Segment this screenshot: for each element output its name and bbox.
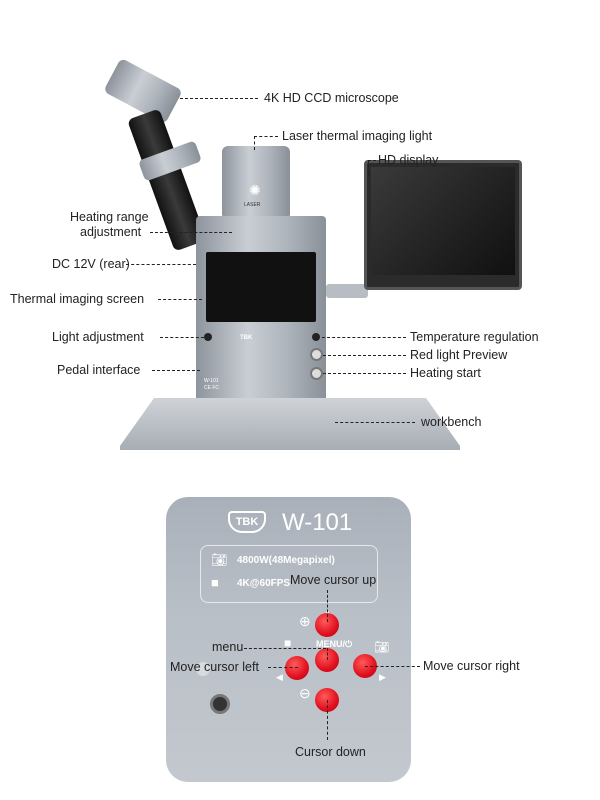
label-microscope: 4K HD CCD microscope — [264, 91, 399, 105]
label-hd-display: HD display — [378, 153, 439, 167]
label-cursor-left: Move cursor left — [170, 660, 259, 674]
light-knob — [204, 333, 212, 341]
hd-display — [364, 160, 522, 290]
label-cursor-up: Move cursor up — [290, 573, 377, 587]
label-temperature: Temperature regulation — [410, 330, 539, 344]
red-light-button — [310, 348, 323, 361]
video-icon: ■ — [211, 575, 219, 590]
temperature-knob — [312, 333, 320, 341]
label-heating-start: Heating start — [410, 366, 481, 380]
laser-head: ✺ LASER — [222, 146, 290, 220]
device-model: W-101 — [204, 378, 219, 384]
label-laser-light: Laser thermal imaging light — [282, 129, 433, 143]
label-cursor-down: Cursor down — [295, 745, 366, 759]
label-dc: DC 12V (rear) — [52, 257, 130, 271]
label-light-adjustment: Light adjustment — [52, 330, 144, 344]
pedal-jack — [210, 694, 230, 714]
label-heating-range-1: Heating range — [70, 210, 149, 224]
panel-model: W-101 — [282, 509, 353, 536]
record-icon: ■ — [284, 636, 292, 650]
monitor-arm — [326, 284, 368, 298]
label-cursor-right: Move cursor right — [423, 659, 520, 673]
spec-resolution: 4800W(48Megapixel) — [237, 555, 335, 566]
label-heating-range-2: adjustment — [80, 225, 142, 239]
label-workbench: workbench — [421, 415, 482, 429]
device-brand: TBK — [240, 335, 253, 341]
status-led — [196, 662, 210, 676]
spec-video: 4K@60FPS — [237, 578, 291, 589]
label-thermal-screen: Thermal imaging screen — [10, 292, 145, 306]
left-arrow-icon: ◀ — [276, 672, 283, 682]
thermal-imaging-screen — [206, 252, 316, 322]
laser-text: LASER — [244, 202, 261, 208]
zoom-in-icon: ⊕ — [299, 613, 311, 629]
device-cert: CE FC — [204, 385, 219, 391]
laser-icon: ✺ — [249, 182, 261, 198]
snapshot-icon: 📷︎ — [374, 640, 390, 654]
workbench-base — [120, 398, 460, 450]
menu-text: MENU/⏻ — [316, 639, 353, 649]
cursor-left-button[interactable] — [285, 656, 309, 680]
control-panel: TBK W-101 📷︎ 4800W(48Megapixel) ■ 4K@60F… — [166, 497, 411, 782]
display-screen — [371, 167, 515, 275]
camera-icon: 📷︎ — [211, 552, 228, 567]
zoom-out-icon: ⊖ — [299, 685, 311, 701]
heating-start-button — [310, 367, 323, 380]
right-arrow-icon: ▶ — [379, 672, 386, 682]
label-menu: menu — [212, 640, 244, 654]
label-pedal: Pedal interface — [57, 363, 141, 377]
tbk-logo: TBK — [228, 511, 266, 533]
spec-box: 📷︎ 4800W(48Megapixel) ■ 4K@60FPS — [200, 545, 378, 603]
label-red-light: Red light Preview — [410, 348, 508, 362]
